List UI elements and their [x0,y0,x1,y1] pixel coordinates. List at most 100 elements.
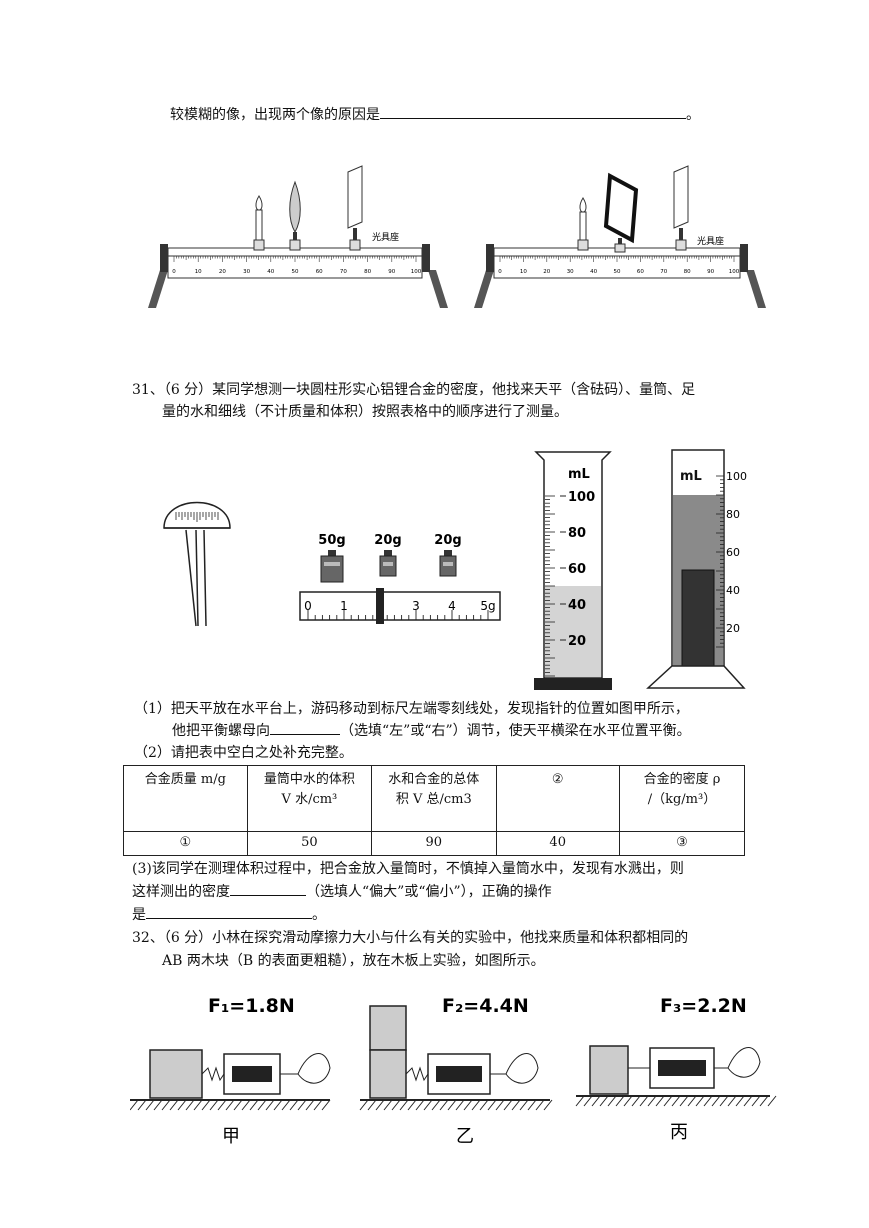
text-segment: （选填人“偏大”或“偏小”），正确的操作 [306,884,552,900]
figure-label: 乙 [456,1126,474,1147]
hand [490,1053,539,1084]
table-header-cell: ② [495,765,620,832]
punctuation: 。 [312,907,326,923]
bench-tick-label: 70 [340,269,347,275]
figure-label: 甲 [222,1126,240,1147]
bench-tick-label: 30 [567,269,574,275]
weight-label: 20g [374,533,401,548]
table-cell: 90 [371,831,497,856]
weight-label: 20g [434,533,461,548]
force-label: F₁=1.8N [208,995,295,1017]
cylinder-tick-label: 80 [726,508,740,521]
rider-tick-label: 5g [480,599,495,613]
bench-tick-label: 90 [707,269,714,275]
bench-tick-label: 40 [590,269,597,275]
alloy-cylinder [681,569,715,667]
force-label: F₂=4.4N [442,995,529,1017]
q32-line1: 32、（6 分）小林在探究滑动摩擦力大小与什么有关的实验中，他找来质量和体积都相… [132,930,689,946]
optical-bench-left: 0 10 20 30 40 50 60 70 80 90 100 光具座 [148,165,448,308]
bench-tick-label: 80 [684,269,691,275]
text-segment: 这样测出的密度 [132,884,230,900]
bench-tick-label: 100 [411,269,422,275]
q31-part3-line1: (3)该同学在测理体积过程中，把合金放入量筒时，不慎掉入量筒水中，发现有水溅出，… [132,861,684,877]
cylinder-tick-label: 100 [568,490,595,505]
bench-tick-label: 10 [195,269,202,275]
bench-tick-label: 20 [219,269,226,275]
q31-intro-line2: 量的水和细线（不计质量和体积）按照表格中的顺序进行了测量。 [162,404,568,420]
bench-tick-label: 50 [614,269,621,275]
wooden-block [589,1045,629,1095]
rider-tick-label: 0 [304,599,312,613]
question-text: 较模糊的像，出现两个像的原因是 [170,107,380,123]
bench-tick-label: 60 [637,269,644,275]
rider-tick-label: 3 [412,599,420,613]
q31-part1-line2: 他把平衡螺母向 （选填“左”或“右”）调节，使天平横梁在水平位置平衡。 [172,720,691,742]
balance-pointer-figure [163,501,231,627]
rider-tick-label: 4 [448,599,456,613]
table-cell: 50 [246,831,373,856]
q31-part3-line3: 是。 [132,904,326,926]
q31-part2: （2）请把表中空白之处补充完整。 [134,745,353,761]
q31-part3-line2: 这样测出的密度 （选填人“偏大”或“偏小”），正确的操作 [132,881,552,903]
bench-label: 光具座 [372,231,399,243]
cylinder-unit: mL [568,467,590,482]
punctuation: 。 [686,107,700,123]
wooden-block [369,1049,407,1099]
table-cell: ① [123,831,248,856]
weight-mass [320,555,344,583]
cylinder-tick-label: 40 [568,598,586,613]
figure-label: 丙 [670,1122,688,1143]
bench-tick-label: 90 [388,269,395,275]
cylinder-tick-label: 60 [726,546,740,559]
bench-tick-label: 80 [364,269,371,275]
cylinder-tick-label: 100 [726,470,747,483]
wooden-block [149,1049,203,1099]
friction-experiment-figures: F₁=1.8N 甲 F₂=4.4N 乙 F₃=2.2N 丙 [130,995,777,1147]
text-segment: 他把平衡螺母向 [172,723,270,739]
weight-label: 50g [318,533,345,548]
q31-part1-line1: （1）把天平放在水平台上，游码移动到标尺左端零刻线处，发现指针的位置如图甲所示， [134,701,689,717]
table-row: ① 50 90 40 ③ [123,831,746,856]
wooden-block [369,1005,407,1051]
table-header-cell: 合金质量 m/g [123,765,248,832]
bench-label: 光具座 [697,235,724,247]
cylinder-tick-label: 40 [726,584,740,597]
text-segment: （选填“左”或“右”）调节，使天平横梁在水平位置平衡。 [340,723,691,739]
friction-figure-yi: F₂=4.4N 乙 [359,995,553,1147]
cylinder-tick-label: 80 [568,526,586,541]
table-header-cell: 水和合金的总体积 V 总/cm3 [371,765,497,832]
bench-tick-label: 0 [172,269,176,275]
cylinder-tick-label: 20 [568,634,586,649]
answer-blank [270,720,340,735]
optical-bench-figures: 0 10 20 30 40 50 60 70 80 90 100 光具座 0 10 20 30 40 50 60… [148,165,766,308]
bench-tick-label: 40 [267,269,274,275]
friction-figure-bing: F₃=2.2N 丙 [575,995,777,1143]
answer-blank [146,904,312,919]
bench-tick-label: 20 [543,269,550,275]
cylinder-tick-label: 60 [568,562,586,577]
bench-tick-label: 50 [292,269,299,275]
q32-line2: AB 两木块（B 的表面更粗糙），放在木板上实验，如图所示。 [162,953,545,969]
bench-tick-label: 30 [243,269,250,275]
bench-tick-label: 0 [498,269,502,275]
bench-tick-label: 60 [316,269,323,275]
optical-bench-right: 0 10 20 30 40 50 60 70 80 90 100 光具座 [474,165,766,308]
table-cell: 40 [495,831,620,856]
force-label: F₃=2.2N [660,995,747,1017]
answer-blank [380,104,686,119]
rider [376,588,384,624]
cylinder-unit: mL [680,469,702,484]
question-continuation: 较模糊的像，出现两个像的原因是 。 [170,104,700,126]
table-header-cell: 合金的密度 ρ/（kg/m³） [618,765,746,832]
table-cell: ③ [618,831,746,856]
bench-tick-label: 70 [660,269,667,275]
bench-tick-label: 10 [520,269,527,275]
q31-intro-line1: 31、（6 分）某同学想测一块圆柱形实心铝锂合金的密度，他找来天平（含砝码）、量… [132,382,696,398]
bench-tick-label: 100 [729,269,740,275]
weight-knob [384,550,392,556]
hand [714,1047,761,1078]
